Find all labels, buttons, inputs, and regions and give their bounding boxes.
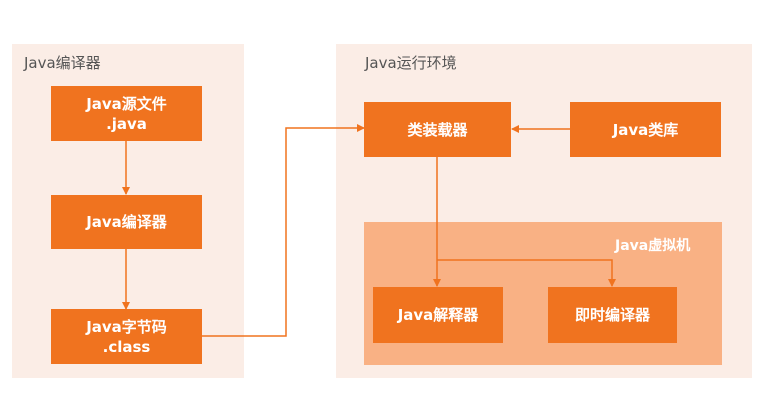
java-class-library-node: Java类库 <box>570 102 721 157</box>
java-class-library-label: Java类库 <box>612 120 679 139</box>
class-loader-label: 类装载器 <box>407 120 468 139</box>
class-loader-node: 类装载器 <box>364 102 511 157</box>
jvm-title: Java虚拟机 <box>615 238 691 254</box>
java-source-file-label: Java源文件 <box>86 94 167 113</box>
java-bytecode-label: Java字节码 <box>86 317 167 336</box>
jit-compiler-label: 即时编译器 <box>574 306 650 324</box>
compiler-panel-title: Java编译器 <box>24 54 101 72</box>
java-interpreter-node: Java解释器 <box>373 287 503 343</box>
jit-compiler-node: 即时编译器 <box>548 287 677 343</box>
java-compiler-node: Java编译器 <box>51 195 202 249</box>
java-interpreter-label: Java解释器 <box>397 306 479 324</box>
java-bytecode-ext: .class <box>102 337 151 356</box>
java-compiler-label: Java编译器 <box>86 213 167 231</box>
java-source-file-node: Java源文件 .java <box>51 86 202 141</box>
java-source-file-ext: .java <box>106 114 147 133</box>
java-bytecode-node: Java字节码 .class <box>51 309 202 364</box>
runtime-panel-title: Java运行环境 <box>365 54 457 72</box>
